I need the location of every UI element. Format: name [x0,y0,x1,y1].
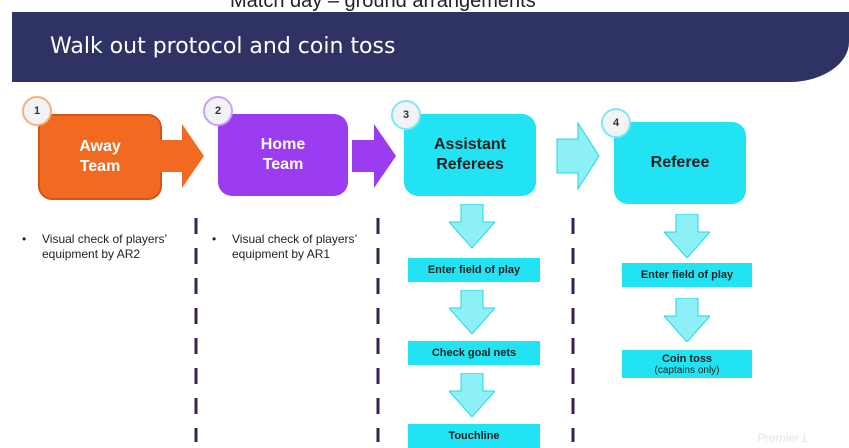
referee-step-coin-toss: Coin toss (captains only) [622,350,752,378]
away-note: • Visual check of players’ equipment by … [22,232,167,261]
referee-step-enter-field: Enter field of play [622,263,752,287]
separator-line [194,218,198,442]
arrow-down-icon [449,373,495,417]
referee-box: Referee [614,122,746,204]
step-number-3: 3 [391,100,421,130]
assistant-step-touchline: Touchline [408,424,540,448]
separator-line [571,218,575,442]
previous-slide-text: Match day – ground arrangements [230,0,536,12]
previous-slide-strip: Match day – ground arrangements [0,0,849,12]
coin-toss-note: (captains only) [654,364,720,376]
arrow-right-icon [352,124,396,188]
arrow-right-icon [160,124,204,188]
slide-title: Walk out protocol and coin toss [50,34,396,59]
arrow-down-icon [449,290,495,334]
arrow-down-icon [664,214,710,258]
watermark-logo-text: Premier L [756,431,809,445]
home-note: • Visual check of players’ equipment by … [212,232,357,261]
assistant-referees-box: Assistant Referees [404,114,536,196]
step-number-2: 2 [203,96,233,126]
home-team-box: Home Team [218,114,348,196]
assistant-step-enter-field: Enter field of play [408,258,540,282]
arrow-down-icon [664,298,710,342]
slide-header: Walk out protocol and coin toss [12,12,849,82]
separator-line [376,218,380,442]
arrow-down-icon [449,204,495,248]
step-number-1: 1 [22,96,52,126]
away-team-box: Away Team [38,114,162,200]
step-number-4: 4 [601,108,631,138]
arrow-right-icon [556,122,600,190]
assistant-step-check-goal-nets: Check goal nets [408,341,540,365]
